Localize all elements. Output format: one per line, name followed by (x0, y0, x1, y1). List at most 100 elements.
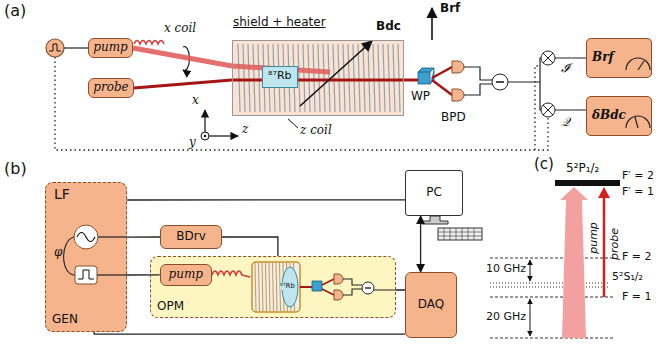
coil-winding (353, 44, 355, 112)
opm-region: pumpOPM (150, 256, 396, 318)
drawing-part (64, 47, 88, 48)
drawing-part (490, 287, 610, 288)
wave-plate (312, 281, 322, 291)
label: 20 GHz (486, 311, 526, 324)
signal-wire (127, 199, 405, 200)
bdc-arrow (300, 41, 372, 106)
node-text: shield + heater (233, 16, 326, 30)
meters (586, 38, 652, 136)
label: F′ = 1 (622, 186, 654, 199)
pump-pulses (134, 41, 164, 45)
drawing-part (490, 338, 615, 339)
drawing-part (201, 132, 209, 140)
mixers (541, 51, 555, 117)
label: F = 1 (622, 291, 652, 304)
label: 𝒬 (561, 116, 570, 130)
coil-winding (368, 44, 370, 112)
coil-winding (348, 44, 350, 112)
probe-arrow (598, 187, 610, 198)
drawing-part (543, 53, 553, 63)
label: F′ = 2 (622, 170, 654, 183)
probe-arrow (603, 196, 606, 297)
drawing-part (49, 44, 61, 51)
coil-winding (262, 263, 263, 311)
drawing-part (530, 260, 531, 281)
node-text: probe (93, 81, 128, 95)
probe-beam (300, 286, 312, 288)
gen-fill (45, 182, 127, 332)
leader-line (288, 119, 298, 128)
coil-winding (276, 263, 277, 311)
coil-winding (378, 44, 380, 112)
subtractor (492, 74, 508, 90)
drawing-part (543, 105, 553, 115)
shield-box: ⁸⁷Rbshield + heater (232, 40, 404, 116)
label: z (242, 123, 248, 137)
label: (b) (4, 160, 27, 178)
label: BPD (441, 111, 466, 125)
label: (a) (4, 2, 26, 20)
drawing-part (365, 287, 371, 288)
drawing-part (77, 233, 95, 242)
label: 𝓘 (561, 62, 569, 76)
label: Bdc (376, 20, 401, 34)
coil-winding (338, 44, 340, 112)
node-text: ⁸⁷Rb (268, 70, 291, 83)
coil-winding (323, 44, 325, 112)
split-beams (322, 279, 334, 295)
coil-winding (259, 263, 260, 311)
coil-winding (318, 44, 320, 112)
coil-winding (333, 44, 335, 112)
coil-winding (343, 44, 345, 112)
signal-wire (420, 216, 421, 272)
coil-winding (298, 44, 300, 112)
node-text: GEN (52, 313, 78, 327)
signal-wire (222, 237, 278, 256)
coil-winding (393, 44, 395, 112)
drawing-part (490, 258, 615, 259)
drawing-part (97, 274, 127, 275)
photodiodes (334, 274, 343, 300)
coil-winding (238, 44, 240, 112)
photodiodes (452, 61, 464, 101)
drawing-part (78, 270, 94, 279)
drawing-part (541, 51, 555, 65)
node-text: LF (54, 186, 70, 202)
signal-wire (94, 332, 405, 334)
node-text: pump (93, 41, 127, 55)
coil-winding (328, 44, 330, 112)
daq-box: DAQ (405, 272, 457, 338)
signal-wire (396, 289, 405, 290)
coil-winding (253, 44, 255, 112)
drawing-part (490, 283, 610, 284)
coil-winding (258, 44, 260, 112)
shield-fill (232, 40, 404, 116)
drawing-part (530, 299, 531, 336)
lf-generator (64, 225, 127, 284)
drawing-part (586, 38, 652, 78)
laser-box: pump (160, 264, 212, 286)
coil-winding (248, 44, 250, 112)
drawing-part (98, 236, 127, 237)
wires (464, 58, 586, 110)
pump-pulses (212, 271, 250, 277)
label: φ (54, 246, 62, 260)
drawing-part (438, 228, 482, 240)
probe-beam (232, 79, 418, 82)
label: (c) (534, 156, 554, 173)
meter: δBdc (586, 96, 652, 136)
node-text: pump (169, 268, 203, 282)
coil-winding (308, 44, 310, 112)
label: WP (411, 90, 430, 104)
wires (343, 279, 396, 295)
coil-winding (373, 44, 375, 112)
label: pump (588, 222, 601, 254)
node-text: δBdc (592, 109, 626, 123)
label: x coil (164, 22, 196, 36)
coil-winding (313, 44, 315, 112)
coil-winding (398, 44, 400, 112)
coil-winding (269, 263, 270, 311)
node-text: OPM (157, 300, 184, 314)
